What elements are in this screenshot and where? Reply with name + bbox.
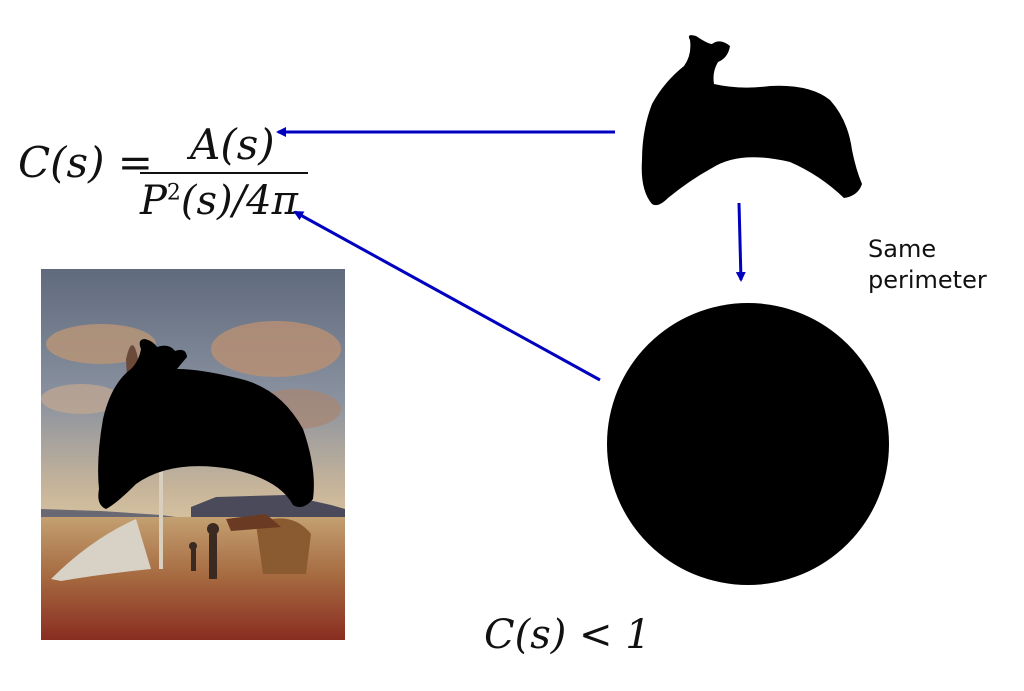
circle-shape xyxy=(607,303,889,585)
arrow-circle-to-denominator xyxy=(293,210,601,382)
formula-numerator: A(s) xyxy=(190,120,275,169)
surrealist-painting xyxy=(41,269,345,640)
same-perimeter-line1: Same xyxy=(868,235,937,263)
blob-shape xyxy=(641,35,862,206)
denominator-rest: (s)/4π xyxy=(180,178,298,224)
denominator-base: P xyxy=(140,178,167,224)
same-perimeter-line2: perimeter xyxy=(868,266,987,294)
result-inequality: C(s) < 1 xyxy=(484,612,651,658)
same-perimeter-label: Same perimeter xyxy=(868,234,1018,296)
circularity-formula: C(s) = A(s) P2(s)/4π xyxy=(18,120,308,230)
arrow-blob-to-circle xyxy=(735,202,746,282)
formula-lhs: C(s) = xyxy=(18,138,154,187)
denominator-exponent: 2 xyxy=(166,180,181,206)
painting-icon xyxy=(41,269,345,640)
fraction-bar xyxy=(140,172,308,174)
formula-denominator: P2(s)/4π xyxy=(140,178,298,224)
